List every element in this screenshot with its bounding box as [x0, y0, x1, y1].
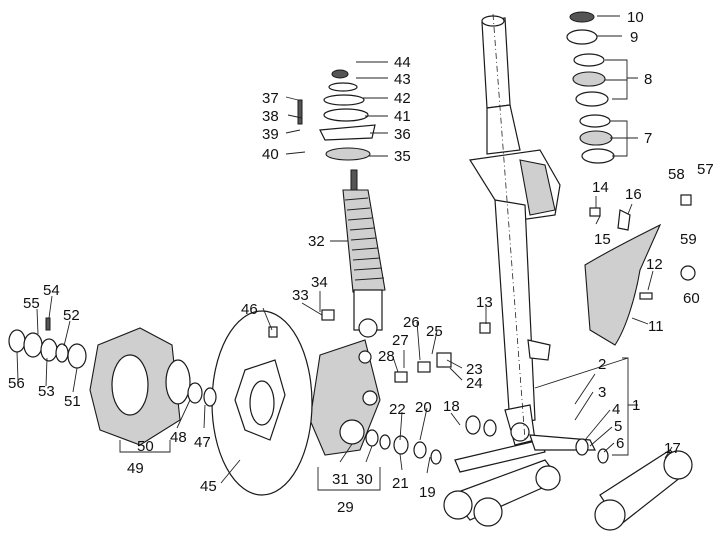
callout-42: 42 [394, 90, 411, 107]
callout-26: 26 [403, 314, 420, 331]
callout-12: 12 [646, 256, 663, 273]
callout-16: 16 [625, 186, 642, 203]
callout-13: 13 [476, 294, 493, 311]
bolts [268, 99, 696, 383]
callout-15: 15 [594, 231, 611, 248]
callout-34: 34 [311, 274, 328, 291]
callout-5: 5 [614, 418, 622, 435]
callout-20: 20 [415, 399, 432, 416]
callout-32: 32 [308, 233, 325, 250]
callout-30: 30 [356, 471, 373, 488]
callout-19: 19 [419, 484, 436, 501]
callout-23: 23 [466, 361, 483, 378]
brake-disc [211, 310, 313, 496]
shock-spring-coils [344, 197, 385, 281]
callout-31: 31 [332, 471, 349, 488]
callout-27: 27 [392, 332, 409, 349]
callout-7: 7 [644, 130, 652, 147]
steering-tube [469, 13, 561, 446]
callout-17: 17 [664, 440, 681, 457]
callout-44: 44 [394, 54, 411, 71]
callout-2: 2 [598, 356, 606, 373]
callout-57: 57 [697, 161, 714, 178]
shock-absorber [319, 69, 386, 338]
callout-18: 18 [443, 398, 460, 415]
callout-48: 48 [170, 429, 187, 446]
wheel-hub [89, 327, 217, 446]
callout-11: 11 [648, 318, 664, 335]
callout-55: 55 [23, 295, 40, 312]
swing-arm-spare [594, 449, 693, 531]
callout-28: 28 [378, 348, 395, 365]
callout-25: 25 [426, 323, 443, 340]
callout-1: 1 [632, 397, 640, 414]
callout-labels: 10 9 8 7 44 43 42 41 36 35 37 38 39 40 3… [8, 9, 714, 516]
bearing-stack [566, 11, 615, 164]
callout-58: 58 [668, 166, 685, 183]
callout-3: 3 [598, 384, 606, 401]
callout-52: 52 [63, 307, 80, 324]
left-hub-parts [8, 317, 87, 369]
swing-arm [443, 434, 609, 527]
callout-38: 38 [262, 108, 279, 125]
callout-33: 33 [292, 287, 309, 304]
callout-21: 21 [392, 475, 409, 492]
callout-37: 37 [262, 90, 279, 107]
caliper-support [309, 339, 381, 456]
callout-41: 41 [394, 108, 411, 125]
leader-lines [16, 15, 673, 491]
callout-49: 49 [127, 460, 144, 477]
callout-54: 54 [43, 282, 60, 299]
callout-53: 53 [38, 383, 55, 400]
callout-40: 40 [262, 146, 279, 163]
callout-51: 51 [64, 393, 81, 410]
mudguard [584, 209, 662, 346]
callout-36: 36 [394, 126, 411, 143]
callout-60: 60 [683, 290, 700, 307]
callout-4: 4 [612, 401, 620, 418]
callout-50: 50 [137, 438, 154, 455]
callout-29: 29 [337, 499, 354, 516]
callout-24: 24 [466, 375, 483, 392]
callout-46: 46 [241, 301, 258, 318]
callout-45: 45 [200, 478, 217, 495]
callout-22: 22 [389, 401, 406, 418]
callout-14: 14 [592, 179, 609, 196]
callout-9: 9 [630, 29, 638, 46]
callout-6: 6 [616, 435, 624, 452]
callout-8: 8 [644, 71, 652, 88]
callout-56: 56 [8, 375, 25, 392]
callout-59: 59 [680, 231, 697, 248]
axle-parts [365, 415, 546, 473]
callout-47: 47 [194, 434, 211, 451]
callout-10: 10 [627, 9, 644, 26]
callout-43: 43 [394, 71, 411, 88]
callout-39: 39 [262, 126, 279, 143]
callout-35: 35 [394, 148, 411, 165]
